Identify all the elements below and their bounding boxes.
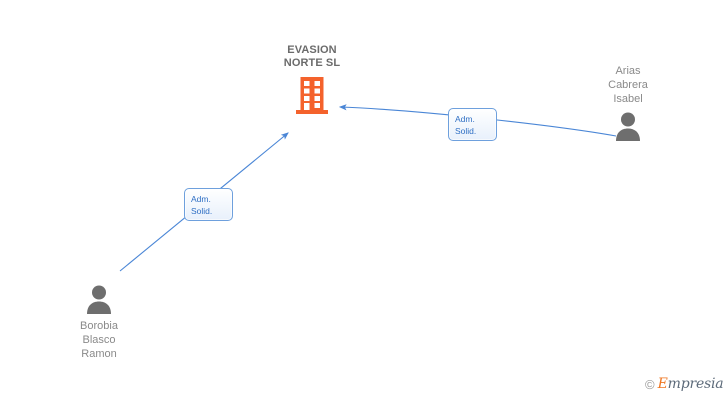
relation-label-line1: Adm. (455, 114, 475, 124)
relation-label-isabel[interactable]: Adm. Solid. (448, 108, 497, 141)
company-node[interactable]: EVASION NORTE SL (252, 44, 372, 116)
relation-label-line2: Solid. (455, 126, 477, 136)
relation-label-line2: Solid. (191, 206, 213, 216)
brand-rest: mpresia (667, 376, 724, 392)
brand-wordmark: Empresia (658, 377, 724, 391)
relation-label-ramon[interactable]: Adm. Solid. (184, 188, 233, 221)
watermark: © Empresia (645, 376, 724, 392)
person-name-isabel: Arias Cabrera Isabel (608, 65, 648, 105)
building-icon[interactable] (295, 76, 329, 116)
person-node-isabel[interactable]: Arias Cabrera Isabel (568, 64, 688, 141)
company-icon-wrap (252, 76, 372, 116)
relation-label-line1: Adm. (191, 194, 211, 204)
person-icon-wrap-ramon (39, 284, 159, 314)
company-title: EVASION NORTE SL (283, 44, 341, 69)
person-icon[interactable] (613, 111, 643, 141)
brand-initial: E (657, 376, 668, 392)
person-icon-wrap-isabel (568, 111, 688, 141)
person-icon[interactable] (84, 284, 114, 314)
copyright-icon: © (645, 376, 655, 392)
person-node-ramon[interactable]: Borobia Blasco Ramon (39, 284, 159, 361)
person-name-ramon: Borobia Blasco Ramon (80, 320, 118, 360)
